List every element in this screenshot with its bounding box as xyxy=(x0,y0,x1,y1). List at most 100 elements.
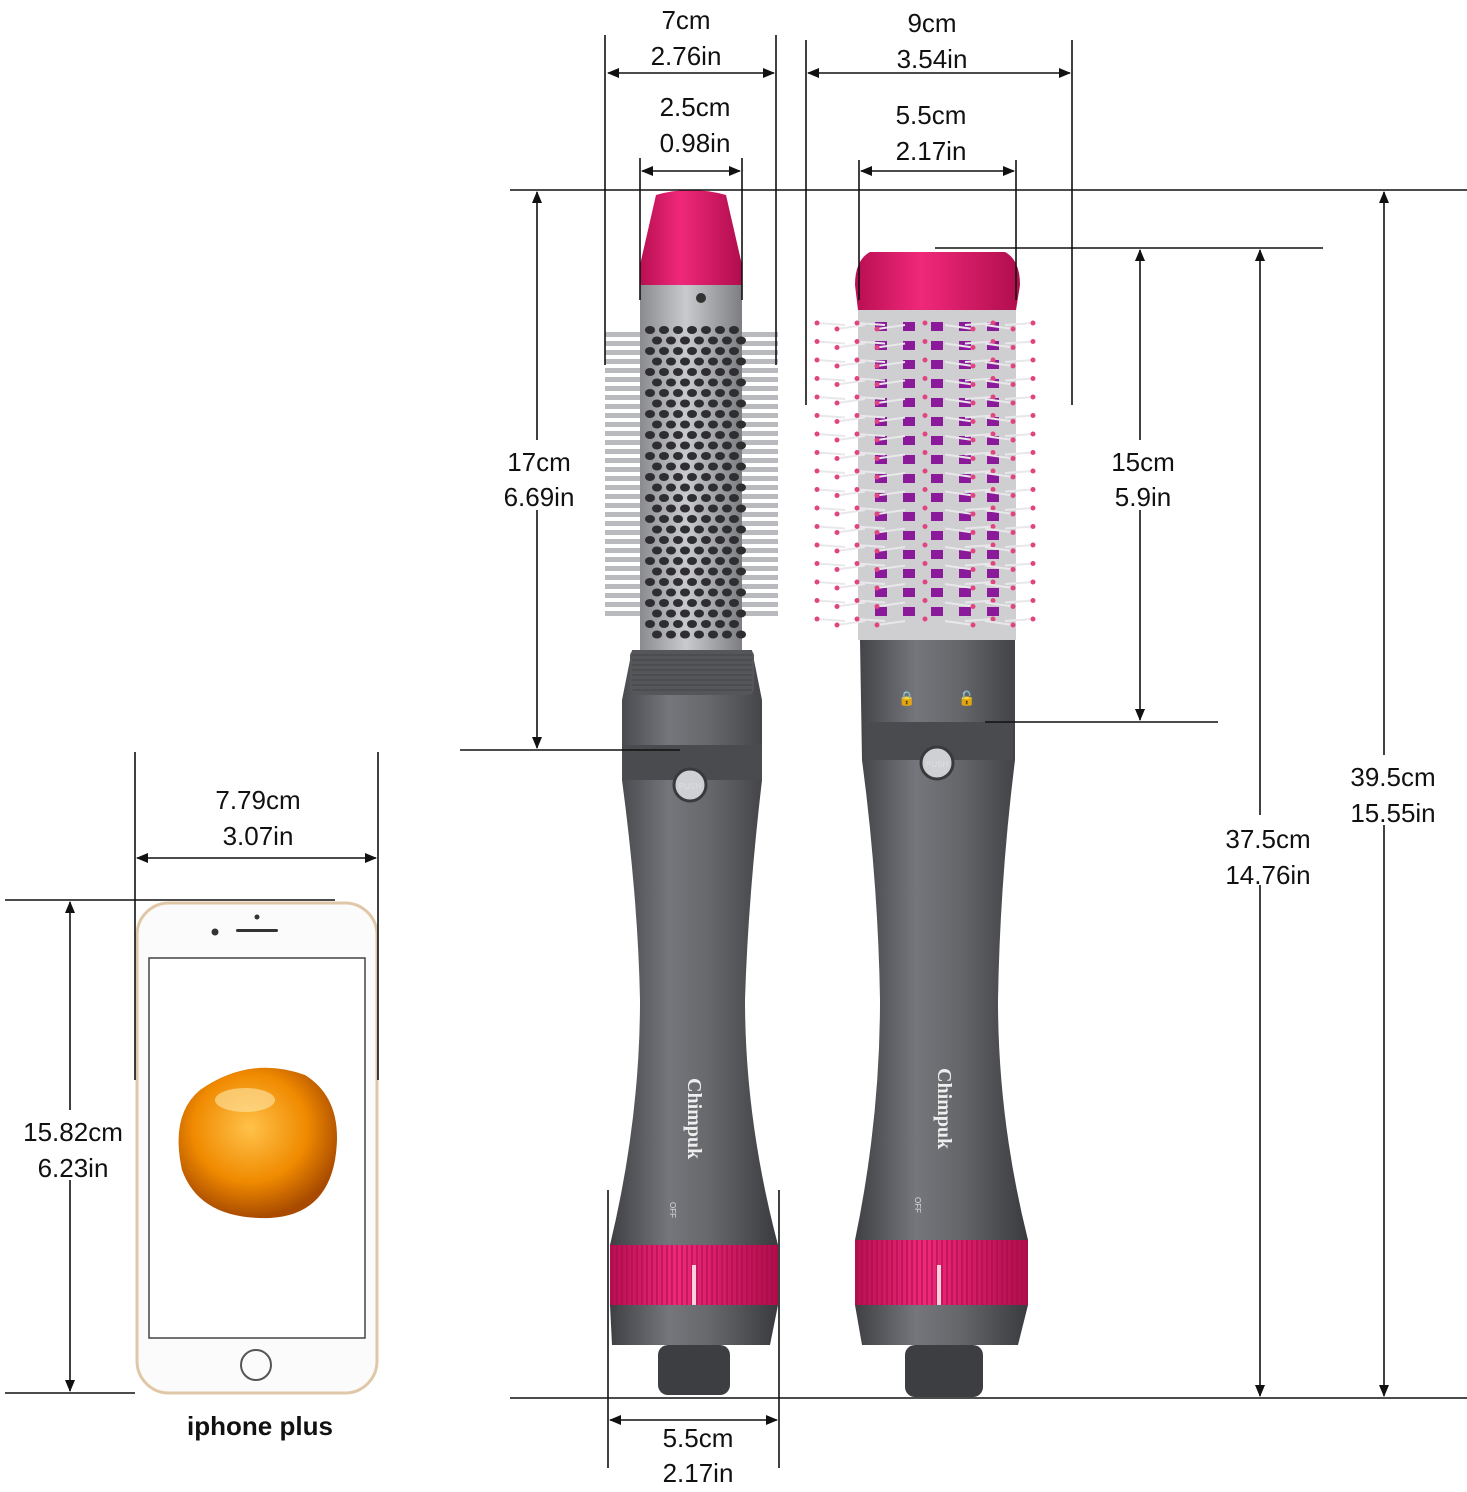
bristle-tip xyxy=(922,468,928,474)
bristle-tip xyxy=(990,376,996,381)
bristle-tip xyxy=(922,505,928,511)
bristle-tip xyxy=(990,542,996,548)
bristle-tip xyxy=(970,363,976,369)
bristle-tip xyxy=(922,394,928,400)
bristle-tip xyxy=(1030,320,1036,326)
left-nozzle-tip xyxy=(640,190,742,285)
bristle-tip xyxy=(922,376,928,381)
bristle-tip xyxy=(834,548,840,554)
handle-base-width-cm: 5.5cm xyxy=(663,1423,734,1453)
phone-height-in: 6.23in xyxy=(38,1153,109,1183)
bristle-tip xyxy=(1010,511,1016,517)
bristle-tip xyxy=(922,320,928,326)
switch-off-label-right: OFF xyxy=(913,1197,922,1213)
bristle-tip xyxy=(874,622,880,628)
bristle-tip xyxy=(854,579,860,585)
bristle-tip xyxy=(814,561,820,566)
bristle-tip xyxy=(854,542,860,548)
left-outer-width-in: 2.76in xyxy=(651,41,722,71)
bristle-tip xyxy=(922,561,928,566)
bristle-tip xyxy=(922,524,928,529)
left-barrel-width-in: 0.98in xyxy=(660,128,731,158)
bristle-tip xyxy=(990,505,996,511)
bristle-tip xyxy=(970,400,976,406)
bristle-tip xyxy=(854,357,860,363)
bristle-tip xyxy=(854,616,860,622)
bristle-tip xyxy=(834,400,840,406)
bristle-tip xyxy=(854,505,860,511)
bristle-tip xyxy=(814,524,820,529)
push-button-label: PUSH xyxy=(679,782,701,791)
bristle-tip xyxy=(970,585,976,591)
bristle-tip xyxy=(814,468,820,474)
left-barrel-perforations xyxy=(645,326,746,639)
bristle-tip xyxy=(834,585,840,591)
bristle-tip xyxy=(854,431,860,437)
push-button[interactable] xyxy=(672,767,708,803)
bristle-tip xyxy=(1010,585,1016,591)
bristle-tip xyxy=(874,530,880,535)
bristle-tip xyxy=(814,487,820,492)
bristle-tip xyxy=(854,339,860,344)
bristle-tip xyxy=(970,530,976,535)
bristle-tip xyxy=(922,357,928,363)
bristle-tip xyxy=(990,413,996,418)
bristle-tip xyxy=(1030,468,1036,474)
bristle-tip xyxy=(874,382,880,387)
bristle-tip xyxy=(854,413,860,418)
bristle-tip xyxy=(1030,376,1036,381)
bristle-tip xyxy=(970,622,976,628)
bristle-tip xyxy=(990,561,996,566)
bristle-tip xyxy=(990,524,996,529)
bristle-tip xyxy=(874,326,880,332)
bristle-tip xyxy=(922,339,928,344)
phone-label: iphone plus xyxy=(187,1411,333,1441)
bristle-tip xyxy=(874,567,880,572)
bristle-tip xyxy=(874,419,880,424)
screw-icon xyxy=(696,293,706,303)
bristle-tip xyxy=(1030,413,1036,418)
push-button[interactable] xyxy=(919,745,955,781)
bristle-tip xyxy=(814,431,820,437)
bristle-tip xyxy=(1030,394,1036,400)
bristle-tip xyxy=(834,382,840,387)
phone-width-cm: 7.79cm xyxy=(215,785,300,815)
iphone-plus-illustration xyxy=(135,901,379,1395)
bristle-tip xyxy=(834,456,840,461)
bristle-tip xyxy=(874,363,880,369)
bristle-tip xyxy=(834,493,840,498)
bristle-tip xyxy=(1010,604,1016,609)
bristle-tip xyxy=(834,474,840,480)
bristle-tip xyxy=(1010,437,1016,443)
bristle-tip xyxy=(834,622,840,628)
bristle-tip xyxy=(874,437,880,443)
bristle-tip xyxy=(990,598,996,603)
bristle-tip xyxy=(834,604,840,609)
bristle-tip xyxy=(1010,382,1016,387)
bristle-tip xyxy=(922,616,928,622)
bristle-tip xyxy=(814,616,820,622)
bristle-tip xyxy=(1030,487,1036,492)
lock-icon: 🔒 xyxy=(898,690,915,707)
bristle-tip xyxy=(1010,456,1016,461)
bristle-tip xyxy=(970,326,976,332)
phone-width-in: 3.07in xyxy=(223,821,294,851)
bristle-tip xyxy=(854,320,860,326)
bristle-tip xyxy=(814,339,820,344)
bristle-tip xyxy=(970,345,976,350)
bristle-tip xyxy=(854,468,860,474)
right-bristles xyxy=(814,320,1036,628)
bristle-tip xyxy=(834,511,840,517)
bristle-tip xyxy=(1030,524,1036,529)
left-barrel-width-cm: 2.5cm xyxy=(660,92,731,122)
bristle-tip xyxy=(814,357,820,363)
right-total-length-in: 14.76in xyxy=(1225,860,1310,890)
bristle-tip xyxy=(970,604,976,609)
right-barrel-width-in: 2.17in xyxy=(896,136,967,166)
bristle-tip xyxy=(874,400,880,406)
bristle-tip xyxy=(990,579,996,585)
bristle-tip xyxy=(970,493,976,498)
bristle-tip xyxy=(1030,431,1036,437)
bristle-tip xyxy=(874,548,880,554)
